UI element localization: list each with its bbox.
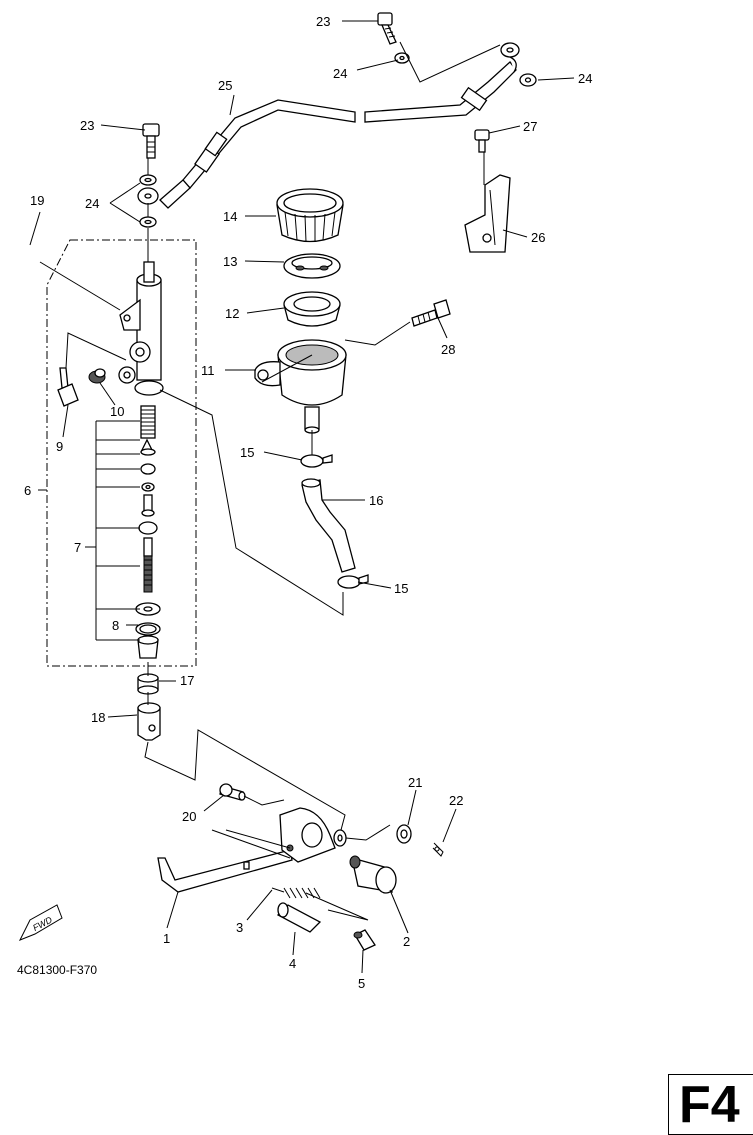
bracket-bolt [474,129,490,153]
diaphragm-plate [283,253,341,279]
callout-15-lower: 15 [394,581,408,596]
callout-14: 14 [223,209,237,224]
callout-2: 2 [403,934,410,949]
pedal-pin [219,783,246,801]
callout-4: 4 [289,956,296,971]
assembly-group-boundary [46,239,197,667]
pin-washer [396,824,412,844]
callout-8: 8 [112,618,119,633]
copper-washers [137,52,537,228]
pedal-pivot-bushing [349,855,397,894]
callout-12: 12 [225,306,239,321]
callout-24-lower: 24 [85,196,99,211]
callout-15-upper: 15 [240,445,254,460]
callout-20: 20 [182,809,196,824]
callout-21: 21 [408,775,422,790]
reservoir-bolt [411,299,451,327]
bleed-screw [57,367,79,407]
callout-22: 22 [449,793,463,808]
fwd-arrow [18,904,63,941]
banjo-bolt-upper [377,12,397,45]
callout-27: 27 [523,119,537,134]
callout-6: 6 [24,483,31,498]
callout-5: 5 [358,976,365,991]
callout-28: 28 [441,342,455,357]
page-tag-box: F4 [668,1074,753,1135]
callout-23-upper: 23 [316,14,330,29]
callout-3: 3 [236,920,243,935]
callout-24-right: 24 [578,71,592,86]
callout-23-lower: 23 [80,118,94,133]
callout-17: 17 [180,673,194,688]
callout-7: 7 [74,540,81,555]
locknut [137,673,159,695]
clevis-joint [137,702,161,741]
reservoir-bracket [464,174,511,253]
banjo-bolt-lower [142,123,160,159]
return-spring [271,887,321,899]
bleed-cap [88,368,106,384]
callout-16: 16 [369,493,383,508]
adjuster-bolt [353,929,376,951]
callout-25: 25 [218,78,232,93]
callout-26: 26 [531,230,545,245]
brake-pedal [157,807,347,893]
callout-11: 11 [201,363,215,378]
spring-sleeve [276,902,322,933]
callout-10: 10 [110,404,124,419]
callout-13: 13 [223,254,237,269]
master-cylinder-body [118,261,164,396]
callout-labels: 23 24 24 25 23 27 19 24 14 26 13 12 28 1… [24,14,592,991]
leader-lines [29,20,575,974]
brake-hose [159,42,520,209]
reservoir-hose [301,478,356,573]
callout-24-upper: 24 [333,66,347,81]
diagram-code: 4C81300-F370 [17,963,97,977]
callout-18: 18 [91,710,105,725]
reservoir-cap [276,188,344,243]
callout-1: 1 [163,931,170,946]
piston-kit-parts [135,405,161,659]
page-tag: F4 [679,1076,740,1134]
cotter-pin [432,842,444,857]
diaphragm [283,291,341,327]
callout-19: 19 [30,193,44,208]
callout-9: 9 [56,439,63,454]
reservoir-tank [254,339,347,434]
